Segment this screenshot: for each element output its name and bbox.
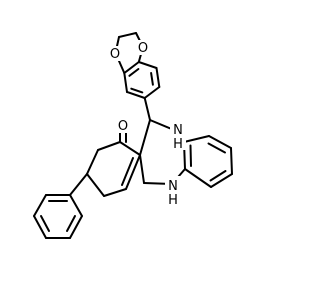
molecule-structure: O O O N H N H — [33, 32, 233, 239]
atom-n-amine-bottom: N — [168, 179, 178, 194]
benzodioxole-benzene-ring — [123, 61, 161, 99]
atom-h-amine-bottom: H — [168, 193, 178, 208]
atom-o-dioxole-left: O — [110, 47, 120, 62]
atom-n-amine-top: N — [173, 123, 183, 138]
aryl-ch-bond — [143, 97, 151, 121]
phenyl-link-bond — [69, 173, 88, 196]
atom-h-amine-top: H — [173, 137, 183, 152]
cyclohexenone-ring — [86, 141, 141, 197]
atom-o-ketone: O — [118, 119, 128, 134]
atom-labels: O O O N H N H — [108, 40, 186, 208]
phenyl-ring — [33, 194, 83, 239]
fused-benzene-ring — [183, 135, 233, 188]
atom-o-dioxole-top: O — [138, 41, 148, 56]
